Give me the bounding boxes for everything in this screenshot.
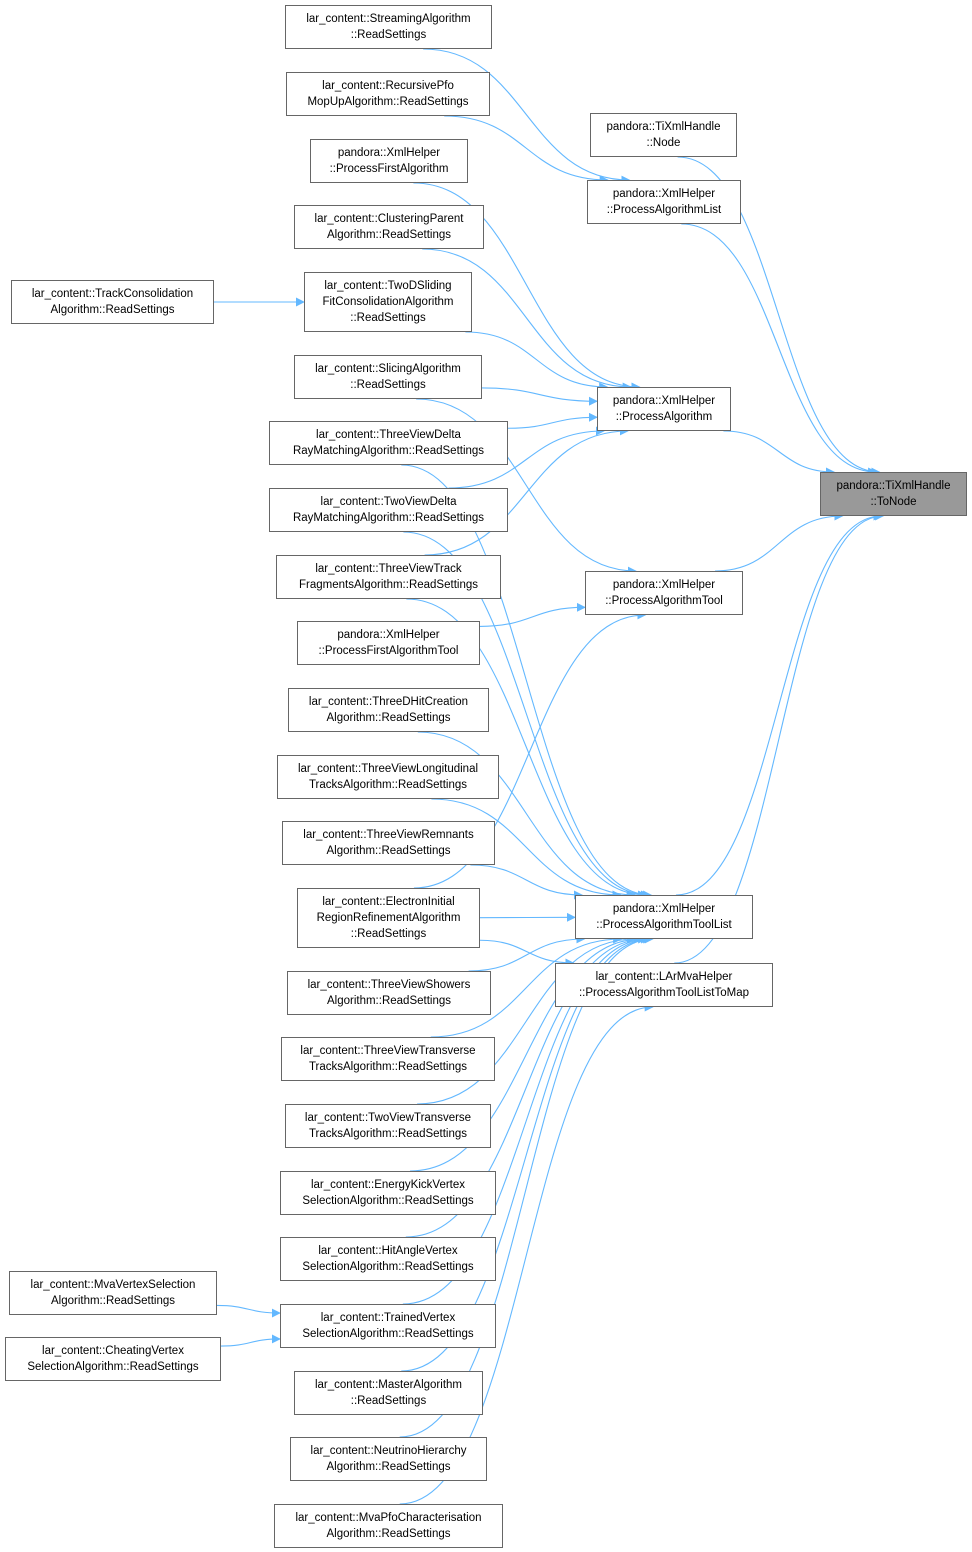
node-tvtrackfrag[interactable]: lar_content::ThreeViewTrack FragmentsAlg… [276, 555, 501, 599]
edge-threedhit-to-patl [417, 731, 636, 900]
edge-trainedvertex-to-patl [402, 934, 651, 1305]
edge-tvtrackfrag-to-pa [424, 426, 629, 556]
node-master[interactable]: lar_content::MasterAlgorithm ::ReadSetti… [294, 1371, 483, 1415]
edge-pfa-to-pa [413, 182, 641, 392]
edge-clusterparent-to-pa [422, 248, 632, 392]
edge-twvdelta-to-pa [448, 426, 605, 489]
node-energykick[interactable]: lar_content::EnergyKickVertex SelectionA… [280, 1171, 496, 1215]
edge-twodsliding-to-pa [465, 331, 609, 392]
node-patl[interactable]: pandora::XmlHelper ::ProcessAlgorithmToo… [575, 895, 753, 939]
node-tvdelta[interactable]: lar_content::ThreeViewDelta RayMatchingA… [269, 421, 508, 465]
edge-recpfo-to-pal [444, 115, 609, 185]
node-tvremnants[interactable]: lar_content::ThreeViewRemnants Algorithm… [282, 821, 495, 865]
edge-electron-to-pat [413, 610, 647, 889]
edge-cheatingvertex-to-trainedvertex [220, 1334, 281, 1347]
edge-patl-to-tonode [675, 511, 883, 896]
edge-pfat-to-pat [479, 602, 586, 627]
node-mvapfo[interactable]: lar_content::MvaPfoCharacterisation Algo… [274, 1504, 503, 1548]
edge-twvdelta-to-patl [403, 531, 651, 900]
edge-pat-to-tonode [714, 511, 844, 572]
edge-twvtransverse-to-patl [417, 934, 636, 1105]
node-tvtransverse[interactable]: lar_content::ThreeViewTransverse TracksA… [281, 1037, 495, 1081]
node-node[interactable]: pandora::TiXmlHandle ::Node [590, 113, 737, 157]
edge-tvtransverse-to-patl [430, 934, 623, 1038]
node-mvavertex[interactable]: lar_content::MvaVertexSelection Algorith… [9, 1271, 217, 1315]
node-tvlong[interactable]: lar_content::ThreeViewLongitudinal Track… [277, 755, 499, 799]
edge-mvavertex-to-trainedvertex [216, 1304, 281, 1318]
edge-tvdelta-to-pa [507, 412, 598, 429]
node-electron[interactable]: lar_content::ElectronInitial RegionRefin… [297, 888, 480, 948]
node-pfat[interactable]: pandora::XmlHelper ::ProcessFirstAlgorit… [297, 621, 480, 665]
node-tvshowers[interactable]: lar_content::ThreeViewShowers Algorithm:… [287, 971, 491, 1015]
node-recpfo[interactable]: lar_content::RecursivePfo MopUpAlgorithm… [286, 72, 490, 116]
node-neutrino[interactable]: lar_content::NeutrinoHierarchy Algorithm… [290, 1437, 487, 1481]
edge-tvremnants-to-patl [470, 864, 583, 900]
edge-slicing-to-pa [481, 387, 598, 406]
edge-pal-to-tonode [681, 223, 878, 477]
node-trackcons[interactable]: lar_content::TrackConsolidation Algorith… [11, 280, 214, 324]
node-pfa[interactable]: pandora::XmlHelper ::ProcessFirstAlgorit… [310, 139, 468, 183]
edge-pa-to-tonode [723, 430, 835, 477]
node-trainedvertex[interactable]: lar_content::TrainedVertex SelectionAlgo… [280, 1304, 496, 1348]
node-pa[interactable]: pandora::XmlHelper ::ProcessAlgorithm [597, 387, 731, 431]
node-patlm[interactable]: lar_content::LArMvaHelper ::ProcessAlgor… [555, 963, 773, 1007]
edge-tvtrackfrag-to-patl [406, 598, 648, 900]
edge-energykick-to-patl [409, 934, 643, 1172]
edge-tvlong-to-patl [431, 798, 622, 900]
edge-tvshowers-to-patl [468, 934, 586, 972]
edge-streaming-to-pal [423, 48, 631, 185]
node-tonode[interactable]: pandora::TiXmlHandle ::ToNode [820, 472, 967, 516]
edge-slicing-to-pat [416, 398, 637, 576]
node-clusterparent[interactable]: lar_content::ClusteringParent Algorithm:… [294, 205, 484, 249]
node-twvdelta[interactable]: lar_content::TwoViewDelta RayMatchingAlg… [269, 488, 508, 532]
node-twvtransverse[interactable]: lar_content::TwoViewTransverse TracksAlg… [285, 1104, 491, 1148]
node-hitangle[interactable]: lar_content::HitAngleVertex SelectionAlg… [280, 1237, 496, 1281]
node-pat[interactable]: pandora::XmlHelper ::ProcessAlgorithmToo… [585, 571, 743, 615]
node-threedhit[interactable]: lar_content::ThreeDHitCreation Algorithm… [288, 688, 489, 732]
edge-node-to-tonode [677, 156, 881, 477]
edge-hitangle-to-patl [405, 934, 648, 1238]
node-slicing[interactable]: lar_content::SlicingAlgorithm ::ReadSett… [294, 355, 482, 399]
node-twodsliding[interactable]: lar_content::TwoDSliding FitConsolidatio… [304, 272, 472, 332]
node-cheatingvertex[interactable]: lar_content::CheatingVertex SelectionAlg… [5, 1337, 221, 1381]
node-pal[interactable]: pandora::XmlHelper ::ProcessAlgorithmLis… [587, 180, 741, 224]
edge-electron-to-patlm [479, 939, 575, 968]
node-streaming[interactable]: lar_content::StreamingAlgorithm ::ReadSe… [285, 5, 492, 49]
